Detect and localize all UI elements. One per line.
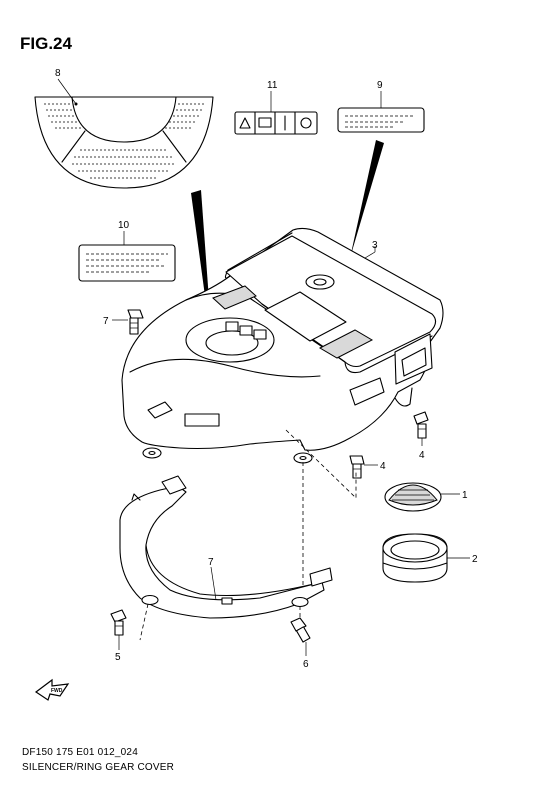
part-8-mat[interactable] [34, 78, 214, 189]
callout-7a[interactable]: 5 [115, 652, 121, 663]
callout-9[interactable]: 9 [377, 80, 383, 91]
callout-4a[interactable]: 4 [419, 450, 425, 461]
part-4-bolt-b[interactable] [349, 455, 378, 479]
part-9-label[interactable] [337, 91, 425, 133]
part-3-silencer-cover[interactable] [121, 227, 444, 464]
part-2-ring[interactable] [382, 533, 470, 583]
part-5-bolt[interactable] [112, 309, 144, 335]
callout-3[interactable]: 3 [372, 240, 378, 251]
callout-2[interactable]: 2 [472, 554, 478, 565]
model-code: DF150 175 E01 012_024 [22, 747, 138, 758]
pointer-wedge-right [350, 140, 384, 258]
callout-7b[interactable]: 6 [303, 659, 309, 670]
part-7-bolt-a[interactable] [110, 609, 127, 650]
fwd-label: FWD [51, 688, 63, 694]
part-4-bolt-a[interactable] [413, 411, 429, 446]
fwd-arrow-icon: FWD [34, 678, 70, 701]
callout-5[interactable]: 7 [103, 316, 109, 327]
callout-1[interactable]: 1 [462, 490, 468, 501]
callout-4b[interactable]: 4 [380, 461, 386, 472]
callout-10[interactable]: 10 [118, 220, 130, 231]
callout-11[interactable]: 11 [267, 80, 278, 91]
part-6-ring-gear-cover[interactable] [119, 475, 333, 641]
part-11-warning-label[interactable] [234, 91, 318, 135]
callout-labels: 8 11 9 10 3 7 4 4 1 2 7 5 6 [55, 68, 478, 670]
figure-title: FIG.24 [20, 34, 72, 53]
figure-name: SILENCER/RING GEAR COVER [22, 762, 175, 773]
part-10-label[interactable] [78, 231, 176, 282]
part-7-bolt-b[interactable] [290, 617, 311, 656]
part-1-cap[interactable] [384, 482, 460, 512]
callout-8[interactable]: 8 [55, 68, 61, 79]
callout-6[interactable]: 7 [208, 557, 214, 568]
